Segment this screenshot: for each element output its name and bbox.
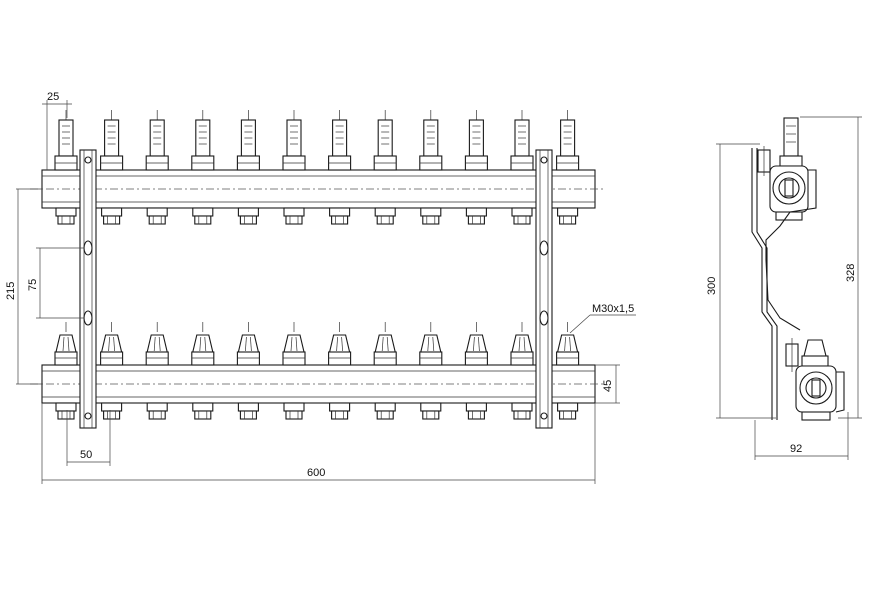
valve-5	[236, 322, 260, 420]
top-flowmeters	[54, 110, 580, 225]
dim-label-92: 92	[790, 443, 802, 455]
dim-label-600: 600	[307, 467, 325, 479]
valve-4	[191, 322, 215, 420]
dim-flowmeter-width: 25	[42, 91, 72, 170]
dim-label-75: 75	[27, 279, 39, 291]
right-bracket	[535, 149, 553, 429]
dim-outlet-pitch: 50	[66, 410, 111, 466]
front-view: 25 215 75 M30x1,5 50	[5, 91, 636, 484]
flowmeter-5	[236, 110, 260, 225]
side-bracket-strap	[765, 169, 817, 331]
flowmeter-10	[464, 110, 488, 225]
flowmeter-8	[373, 110, 397, 225]
side-lower-valve	[801, 339, 829, 367]
valve-11	[510, 322, 534, 420]
side-upper-body	[769, 165, 809, 221]
dim-side-height: 300	[706, 143, 776, 419]
valve-3	[145, 322, 169, 420]
side-bracket-left	[751, 148, 773, 420]
dim-overall-length: 600	[41, 403, 596, 484]
valve-2	[100, 322, 124, 420]
valve-7	[328, 322, 352, 420]
flowmeter-11	[510, 110, 534, 225]
dim-side-depth: 92	[754, 412, 849, 460]
dim-label-25: 25	[47, 91, 59, 103]
flowmeter-3	[145, 110, 169, 225]
valve-6	[282, 322, 306, 420]
left-bracket	[79, 149, 97, 429]
dim-label-50: 50	[80, 449, 92, 461]
valve-1	[54, 322, 78, 420]
dim-hole-spacing: 75	[27, 247, 84, 319]
side-upper-flowmeter	[779, 117, 803, 167]
side-lower-body	[795, 365, 837, 421]
flowmeter-6	[282, 110, 306, 225]
flowmeter-9	[419, 110, 443, 225]
side-view: 300 328 92	[706, 116, 862, 460]
dim-label-300: 300	[706, 277, 718, 295]
flowmeter-12	[556, 110, 580, 225]
dim-header-spacing: 215	[5, 188, 42, 385]
valve-8	[373, 322, 397, 420]
flowmeter-1	[54, 110, 78, 225]
valve-10	[464, 322, 488, 420]
dim-label-45: 45	[602, 380, 614, 392]
dim-label-215: 215	[5, 282, 17, 300]
dim-pipe-height: 45	[595, 364, 620, 404]
flowmeter-7	[328, 110, 352, 225]
thread-label: M30x1,5	[592, 303, 634, 315]
flowmeter-4	[191, 110, 215, 225]
dim-label-328: 328	[845, 264, 857, 282]
thread-callout: M30x1,5	[569, 303, 636, 334]
flowmeter-2	[100, 110, 124, 225]
valve-9	[419, 322, 443, 420]
dim-side-total: 328	[800, 116, 862, 419]
valve-12	[556, 322, 580, 420]
bottom-valves	[54, 322, 580, 420]
